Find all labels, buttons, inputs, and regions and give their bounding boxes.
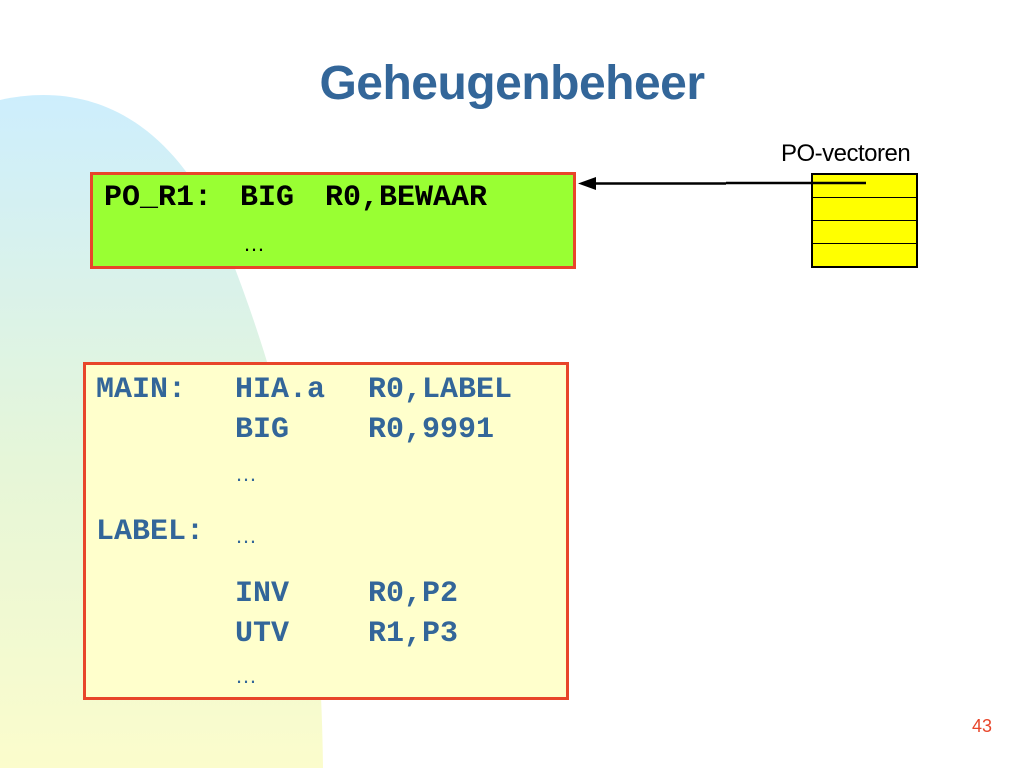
main-args: R1,P3 — [368, 617, 459, 651]
main-op: BIG — [235, 413, 290, 447]
slide-title: Geheugenbeheer — [319, 57, 705, 110]
main-op: HIA.a — [235, 373, 326, 407]
main-args: R0,P2 — [368, 577, 459, 611]
routine-label: PO_R1: — [104, 181, 213, 215]
main-program-box: MAIN: HIA.a R0,LABEL BIG R0,9991 … LABEL… — [83, 362, 569, 700]
label-ellipsis: … — [235, 523, 257, 548]
po-vectors-label: PO-vectoren — [781, 140, 911, 167]
po-vector-row — [813, 198, 916, 221]
main-label: MAIN: — [96, 373, 187, 407]
po-vector-row — [813, 244, 916, 267]
po-vector-row — [813, 221, 916, 244]
po-vector-row — [813, 175, 916, 198]
routine-args: R0,BEWAAR — [325, 181, 488, 215]
main-op: UTV — [235, 617, 290, 651]
po-vectors-table — [811, 173, 918, 268]
po-routine-box: PO_R1: BIG R0,BEWAAR … — [90, 172, 576, 269]
label-marker: LABEL: — [96, 515, 205, 549]
main-op: INV — [235, 577, 290, 611]
main-args: R0,LABEL — [368, 373, 513, 407]
routine-ellipsis: … — [243, 231, 265, 256]
page-number: 43 — [971, 716, 992, 736]
main-ellipsis: … — [235, 663, 257, 688]
main-ellipsis: … — [235, 461, 257, 486]
routine-op: BIG — [240, 181, 295, 215]
main-args: R0,9991 — [368, 413, 495, 447]
